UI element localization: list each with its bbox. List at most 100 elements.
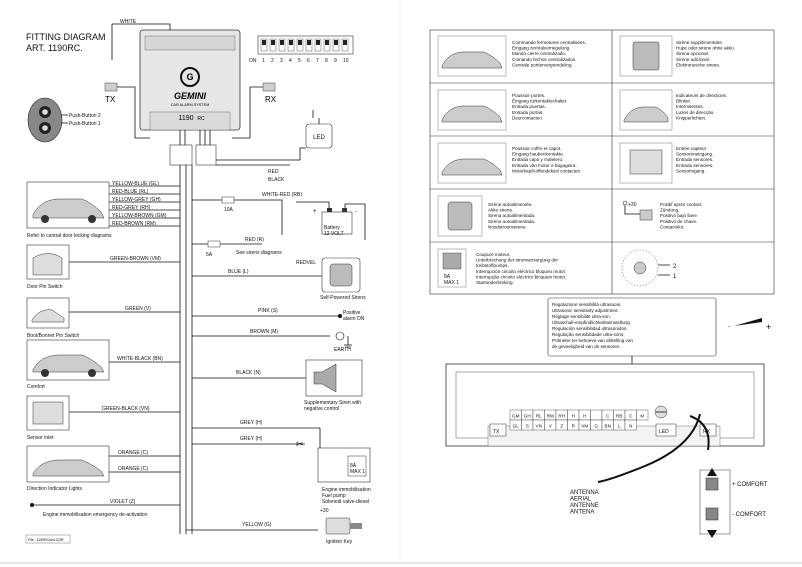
legend-indicator-car-icon	[619, 89, 673, 131]
comfort-plus-label: + COMFORT	[732, 482, 768, 488]
conn-top-1: GH	[524, 414, 531, 419]
immobiliser-relay	[317, 447, 371, 483]
brand-name: GEMINI	[174, 91, 207, 101]
conn-top-2: RL	[536, 414, 542, 419]
conn-bottom-1: S	[526, 424, 529, 429]
wire-label-white-black: WHITE-BLACK (BN)	[117, 356, 163, 362]
loom-wire-label-2: YELLOW-GREY (GH)	[112, 197, 161, 203]
conn-bottom-7: G	[594, 424, 598, 429]
loom-wire-label-3: RED-GREY (RH)	[112, 205, 151, 211]
arrow-up-icon	[707, 468, 717, 476]
control-unit: G GEMINI CAR ALARM SYSTEM 1190 RC	[139, 29, 241, 131]
redvel-label: REDVEL	[296, 260, 316, 266]
wire-label-violet: VIOLET (Z)	[110, 499, 136, 505]
wire-label-orange-1: ORANGE (C)	[118, 450, 148, 456]
legend-text-8: Coupure moteur.Unterbrechung der stromve…	[476, 252, 566, 285]
see-siren-note: See sirens diagrams	[236, 250, 282, 256]
svg-text:Regolazione sensibilità ultras: Regolazione sensibilità ultrasuoni.Ultra…	[552, 302, 633, 349]
conn-bottom-3: V	[549, 424, 553, 429]
positive-terminal-icon	[338, 314, 342, 318]
page-title: FITTING DIAGRAM	[26, 32, 106, 42]
dip-number-8: 8	[325, 58, 328, 64]
led: LED	[305, 123, 333, 149]
model-suffix: RC	[197, 116, 205, 122]
conn-top-3: RM	[547, 414, 554, 419]
legend-ignition-icon: +30	[622, 200, 653, 221]
legend-text-4: Poussoir coffre et capot.Eingang haubenk…	[512, 146, 581, 173]
conn-bottom-0: GL	[513, 424, 520, 429]
wire-label-grey-2: GREY (H)	[240, 436, 263, 442]
dip-number-4: 4	[289, 58, 292, 64]
legend-num-2: 2	[673, 264, 677, 270]
pcb-tx-label: TX	[493, 429, 500, 435]
supplementary-siren	[305, 359, 363, 397]
loom-wire-label-4: YELLOW-BROWN (GM)	[112, 213, 167, 219]
conn-bottom-5: R	[572, 424, 576, 429]
fuse-10a	[221, 196, 235, 204]
legend-extra-siren-icon	[619, 35, 673, 77]
legend-num-1: 1	[673, 274, 677, 280]
pcb-led-label: LED	[659, 429, 669, 435]
rx-label: RX	[265, 95, 277, 104]
self-powered-caption: Self-Powered Sirens	[320, 295, 366, 301]
remote-button-1-label: Push-Button 1	[69, 121, 101, 127]
legend-text-3: Indicateurs de directions.Blinker.Interm…	[676, 93, 727, 120]
sensor-caption: Sensor inlet	[27, 435, 54, 441]
dip-number-9: 9	[334, 58, 337, 64]
wire-label-white-red: WHITE-RED (RB)	[262, 192, 302, 198]
conn-bottom-8: BN	[605, 424, 611, 429]
led-label: LED	[313, 135, 325, 141]
legend-door-car-icon	[437, 89, 507, 131]
comfort-car	[26, 339, 110, 381]
conn-bottom-9: L	[618, 424, 621, 429]
conn-top-8: C	[606, 414, 610, 419]
pcb-led-box	[655, 423, 677, 437]
rx-antenna	[262, 82, 276, 92]
fuse-10a-label: 10A	[224, 207, 234, 213]
pcb-tx-box	[489, 423, 507, 437]
wire-label-black-n: BLACK (N)	[236, 370, 261, 376]
legend-text-1: Sirène supplémentaire.Hupe oder sirene o…	[676, 40, 735, 67]
conn-top-4: RH	[558, 414, 565, 419]
dip-number-3: 3	[280, 58, 283, 64]
wire-label-white-top: WHITE	[120, 19, 137, 25]
dip-on-label: ON	[249, 58, 257, 64]
remote-control	[27, 97, 63, 143]
boot-bonnet-switch	[26, 297, 70, 329]
fuse-5a	[207, 240, 221, 248]
sensitivity-trimmer-icon	[734, 318, 762, 326]
conn-bottom-4: Z	[560, 424, 563, 429]
sensitivity-note: Regolazione sensibilità ultrasuoni.Ultra…	[547, 297, 717, 357]
ignition-caption: Ignition Key	[326, 539, 353, 545]
conn-top-0: GM	[512, 414, 520, 419]
dip-number-1: 1	[262, 58, 265, 64]
dip-number-7: 7	[316, 58, 319, 64]
wire-label-red: RED	[268, 169, 279, 175]
remote-button-2	[42, 109, 48, 115]
self-powered-siren	[321, 257, 361, 293]
conn-top-6: H	[583, 414, 586, 419]
direction-caption: Direction Indicator Lights	[27, 486, 83, 492]
legend-relay-icon	[437, 248, 467, 288]
legend-bonnet-car-icon	[437, 142, 507, 184]
earth-icon	[335, 331, 352, 348]
comfort-switch	[699, 468, 731, 538]
conn-top-11: M	[640, 414, 644, 419]
svg-text:G: G	[186, 72, 193, 82]
legend-switch-icon	[621, 249, 670, 287]
legend-text-0: Commande fermetures centralisées.Eingang…	[512, 40, 586, 67]
wire-cut-icon: ✂	[296, 439, 304, 449]
battery	[321, 208, 353, 235]
legend-text-6: Sirène autoalimentée.Akku sirene.Sirena …	[488, 202, 535, 229]
conn-bottom-6: VM	[581, 424, 588, 429]
legend-text-5: Entrée capteur.Sensoreneingang.Entrada s…	[676, 146, 713, 173]
loom-wire-label-1: RED-BLUE (RL)	[112, 189, 149, 195]
wire-label-black: BLACK	[268, 177, 285, 183]
brand-subtitle: CAR ALARM SYSTEM	[171, 103, 210, 107]
file-reference: File : 1190RCun4.CDR	[28, 538, 64, 542]
battery-plus: +	[313, 209, 317, 215]
remote-button-1	[42, 125, 48, 131]
